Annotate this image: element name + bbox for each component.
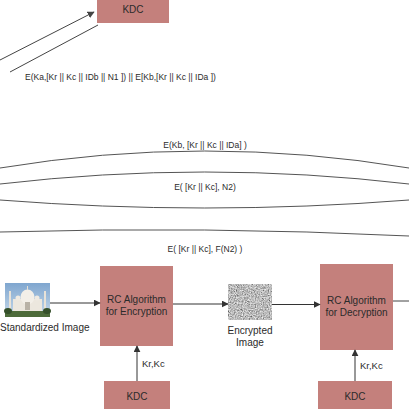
kdc-box: KDC — [318, 381, 392, 409]
node-label: KDC — [344, 391, 365, 403]
message-curve — [0, 151, 409, 168]
message-label: E( [Kr || Kc], N2) — [174, 182, 236, 192]
taj-mahal-image — [4, 283, 51, 317]
image-caption: Standardized Image — [0, 322, 90, 334]
message-curve — [0, 230, 409, 236]
node-label: RC Algorithm for Decryption — [324, 295, 389, 319]
image-caption: Encrypted Image — [222, 325, 278, 349]
kdc-box: KDC — [104, 381, 170, 409]
edge-label: Kr,Kc — [360, 360, 383, 371]
noise-image — [228, 284, 272, 320]
message-label: E(Kb, [Kr || Kc || IDa] ) — [163, 140, 246, 150]
node-label: RC Algorithm for Encryption — [104, 294, 169, 318]
edge-label: Kr,Kc — [142, 358, 165, 369]
node-label: KDC — [126, 391, 147, 403]
message-label: E(Ka,[Kr || Kc || IDb || N1 ]) || E[Kb,[… — [25, 72, 216, 82]
message-line — [10, 25, 98, 72]
algorithm-box: RC Algorithm for Decryption — [320, 264, 393, 350]
image-node: Encrypted Image — [228, 284, 272, 320]
algorithm-box: RC Algorithm for Encryption — [100, 266, 173, 346]
image-node: Standardized Image — [5, 283, 50, 317]
flow-arrow — [355, 350, 356, 381]
message-curve — [0, 200, 409, 208]
node-label: KDC — [122, 4, 143, 16]
flow-arrow — [50, 303, 100, 304]
kdc-box: KDC — [97, 0, 169, 23]
flow-arrow — [137, 346, 138, 381]
flow-arrow — [272, 304, 320, 305]
output-arrow — [393, 301, 409, 302]
flow-arrow — [173, 304, 228, 305]
message-label: E( [Kr || Kc], F(N2) ) — [168, 244, 243, 254]
